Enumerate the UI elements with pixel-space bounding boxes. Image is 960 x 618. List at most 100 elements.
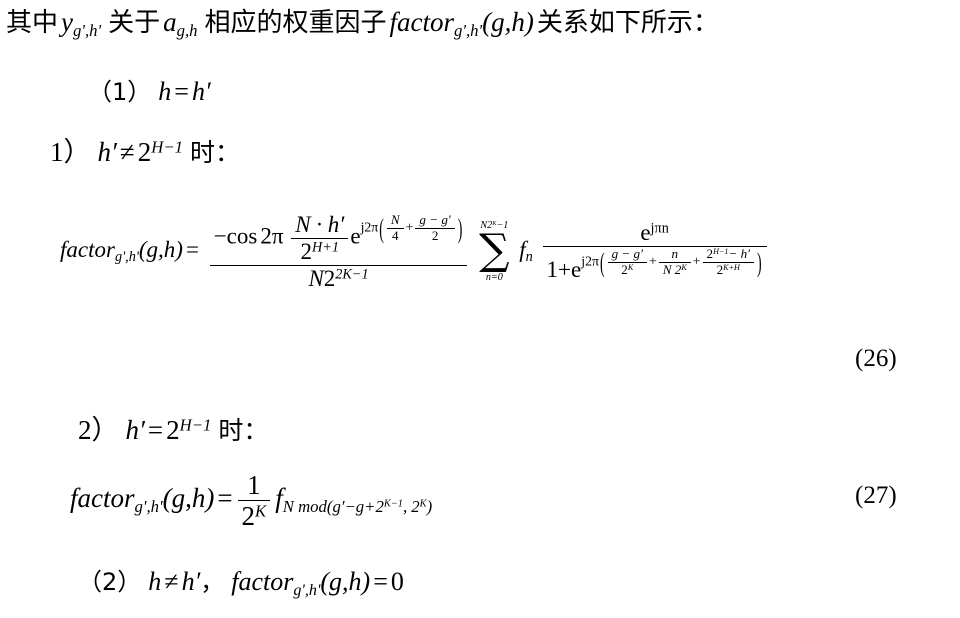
eq26-sum-upper-N: N (480, 220, 488, 232)
eq26-inner-fraction: N · h′ 2H+1 (291, 212, 349, 265)
eq27-equals: = (217, 482, 233, 513)
subcase-2-exponent: H−1 (179, 415, 212, 435)
eq26-sum-upper-minus-one: −1 (496, 220, 509, 232)
eq26-exp-term2: g − g′2 (415, 212, 455, 244)
eq27-f-sub-expression: g′−g+2 (332, 496, 384, 516)
eq26-den-term3-den-base: 2 (716, 261, 724, 277)
eq26-den-plus-2: + (692, 253, 701, 269)
case-2-factor-arguments: (g,h) (320, 567, 371, 596)
eq26-f-subscript: n (525, 249, 533, 266)
eq26-inner-den-base: 2 (300, 238, 313, 264)
case-2-operator: ≠ (164, 567, 179, 596)
case-2-rhs: h′ (181, 567, 201, 596)
eq27-lhs-arguments: (g,h) (162, 482, 215, 513)
eq26-den-term3-num: 2H−1− h′ (703, 246, 755, 262)
eq27-lhs-name: factor (70, 482, 135, 513)
eq26-den-term2-num: n (671, 246, 679, 262)
eq26-den-term3-den-exp: K+H (723, 262, 740, 272)
eq26-f-term: f (519, 236, 526, 262)
subcase-2-operator: = (147, 415, 164, 445)
case-1-lhs: h (158, 77, 172, 106)
eq26-summation-lower-limit: n=0 (485, 271, 503, 283)
eq26-exp-open-paren: ( (379, 213, 384, 244)
eq26-last-den-one-plus: 1+ (546, 257, 572, 283)
eq27-fraction-den-base: 2 (241, 501, 256, 532)
symbol-a-subscript: g,h (176, 21, 198, 41)
eq27-f-sub-suffix: ) (426, 496, 433, 516)
eq26-exp-term2-num: g − g′ (419, 212, 451, 228)
subcase-1-exponent: H−1 (151, 137, 183, 157)
factor-arguments: (g,h) (482, 7, 534, 37)
eq26-last-den-open-paren: ( (599, 246, 605, 277)
case-2-marker: （2） (78, 568, 142, 596)
subcase-2-suffix: 时： (218, 416, 269, 445)
eq26-exp-plus: + (405, 219, 414, 235)
factor-name: factor (389, 7, 455, 37)
subcase-2-marker: 2） (78, 415, 119, 445)
eq26-summation-upper-limit: N2K−1 (479, 220, 509, 231)
eq26-den-term1-den-exp: K (627, 262, 634, 272)
eq26-inner-numerator: N · h′ (295, 212, 345, 237)
subcase-2-heading: 2）h′=2H−1 时： (78, 408, 268, 447)
eq26-inner-den-exponent: H+1 (312, 239, 340, 256)
eq27-f-sub-exponent-2: K (419, 498, 427, 510)
equation-26-number: (26) (855, 345, 897, 372)
eq26-minus-sign: − (213, 223, 227, 249)
eq26-den-term3-den: 2K+H (702, 261, 755, 278)
eq26-den-base: 2 (323, 265, 336, 291)
eq26-lhs-name: factor (60, 236, 115, 262)
eq26-den-term1-den-base: 2 (621, 261, 628, 277)
eq26-last-numerator: ejπn (543, 220, 767, 246)
case-1-marker: （1） (88, 78, 152, 106)
eq26-den-N: N (308, 265, 324, 291)
symbol-a: a (163, 7, 177, 37)
equation-27-number: (27) (855, 482, 897, 509)
case-2-lhs: h (148, 567, 162, 596)
eq26-exp-term1-num: N (390, 212, 400, 228)
case-2-equals: = (373, 567, 388, 596)
intro-prefix-text: 其中 (6, 8, 59, 38)
eq27-fraction-denominator: 2K (237, 500, 271, 532)
eq26-den-term3-num-tail: − h′ (728, 246, 751, 262)
eq26-last-den-close-paren: ) (757, 246, 762, 277)
eq26-den-term3-num-exp: H−1 (713, 246, 729, 256)
case-2-heading: （2）h≠h′，factorg',h'(g,h)=0 (78, 562, 404, 599)
eq27-f-subscript: N mod(g′−g+2K−1, 2K) (283, 497, 432, 516)
sigma-icon: ∑ (479, 226, 510, 276)
eq27-fraction-numerator: 1 (247, 470, 261, 500)
eq26-cos: cos (226, 223, 258, 249)
case-1-heading: （1）h=h′ (88, 72, 211, 107)
subcase-1-marker: 1） (50, 137, 91, 167)
eq26-exp-term2-den: 2 (415, 228, 455, 244)
subcase-2-base: 2 (166, 415, 180, 445)
case-2-factor-name: factor (231, 567, 294, 596)
eq27-f-term: f (275, 482, 283, 513)
symbol-y-subscript: g',h' (73, 21, 102, 41)
case-2-factor-subscript: g',h' (293, 581, 321, 599)
eq26-equals: = (185, 236, 199, 262)
eq27-f-sub-prefix: N mod( (282, 496, 333, 516)
eq26-lhs-subscript: g',h' (114, 249, 139, 266)
intro-mid-text-2: 相应的权重因子 (204, 8, 387, 38)
eq26-den-term-3: 2H−1− h′2K+H (702, 246, 755, 278)
subcase-1-suffix: 时： (189, 138, 240, 167)
eq26-e-base: e (350, 223, 361, 249)
eq26-den-plus-1: + (648, 253, 657, 269)
eq26-last-num-exponent: jπn (650, 220, 669, 237)
eq26-lhs-arguments: (g,h) (138, 236, 183, 262)
eq26-sum-upper-base: 2 (487, 220, 493, 232)
eq26-last-num-e: e (640, 220, 651, 246)
subcase-2-lhs: h′ (125, 415, 145, 445)
eq26-last-den-j2pi: j2π (581, 253, 599, 269)
eq26-sum-upper-exponent: K (492, 220, 497, 228)
